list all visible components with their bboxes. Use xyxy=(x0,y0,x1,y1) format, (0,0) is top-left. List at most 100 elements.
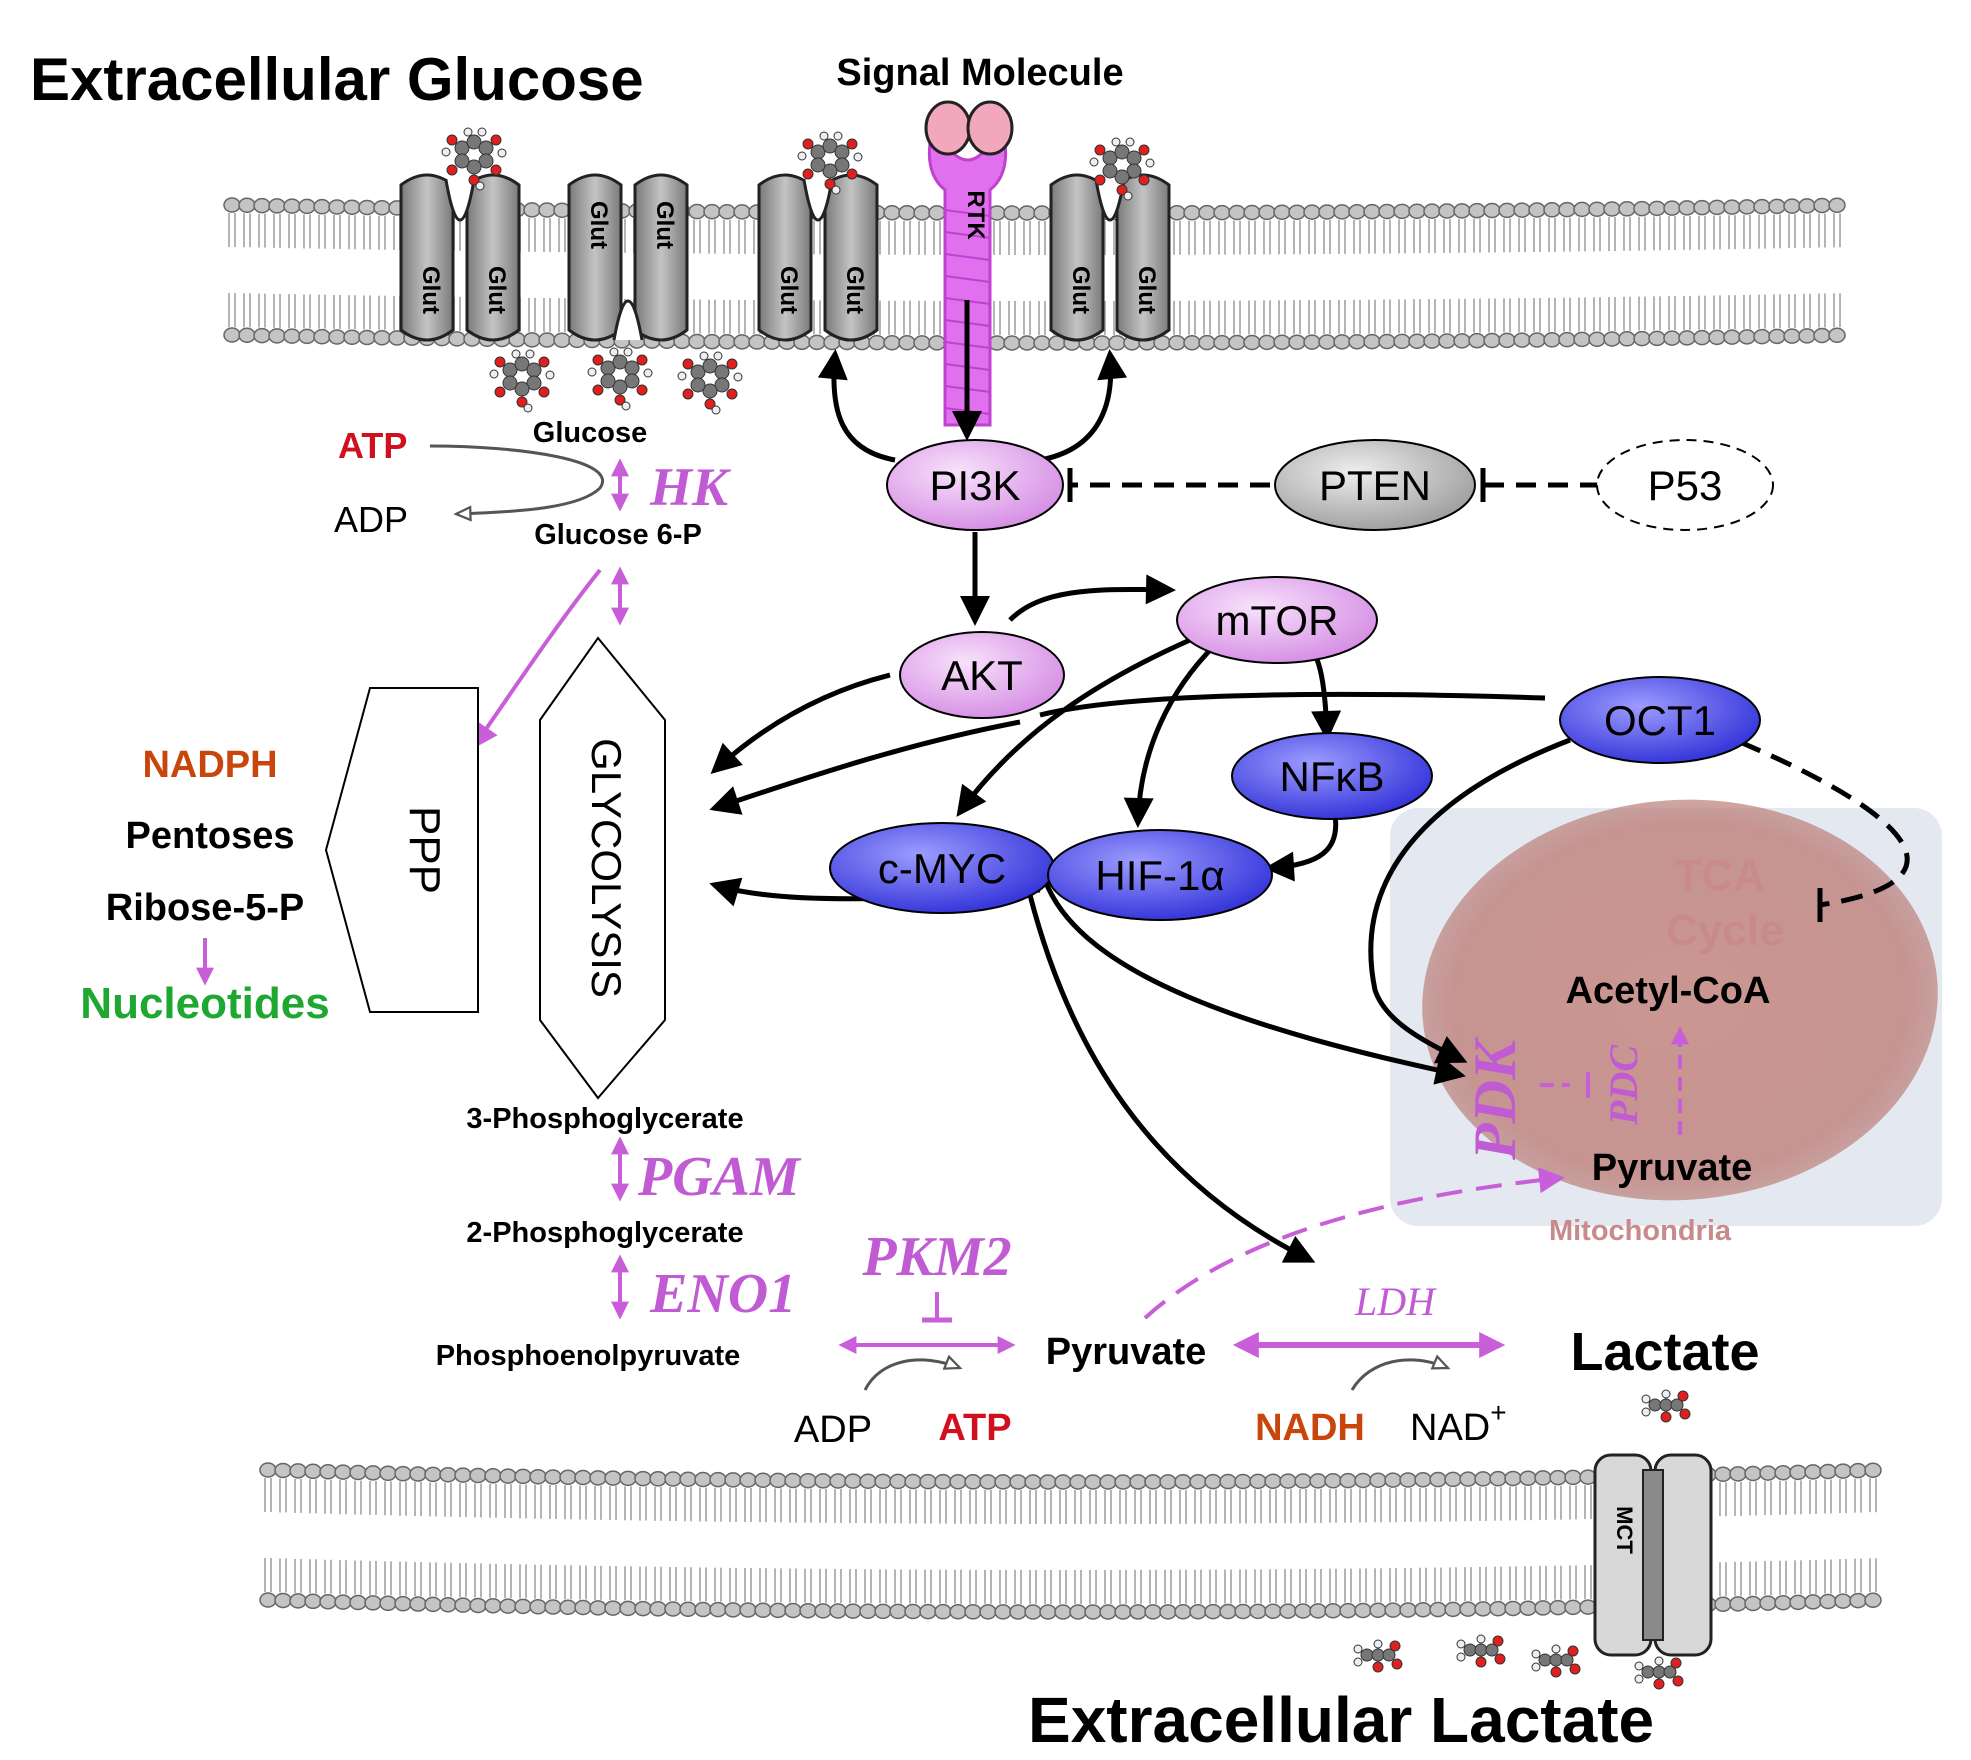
signal-molecule-right xyxy=(966,100,1014,156)
svg-text:c-MYC: c-MYC xyxy=(878,845,1006,892)
glut-label: Glut xyxy=(585,201,612,249)
ribose5p-label: Ribose-5-P xyxy=(106,887,304,929)
node-hif1a: HIF-1α xyxy=(1047,829,1273,921)
glut-transporter: Glut Glut xyxy=(567,173,689,342)
mito-pyruvate-label: Pyruvate xyxy=(1592,1147,1753,1189)
hk-label: HK xyxy=(649,457,732,517)
glycolysis-shape: GLYCOLYSIS xyxy=(539,636,666,1100)
glucose6p-label: Glucose 6-P xyxy=(534,519,702,551)
nucleotides-label: Nucleotides xyxy=(80,979,329,1028)
glut-transporter: Glut Glut xyxy=(1049,173,1171,342)
node-oct1: OCT1 xyxy=(1559,676,1761,764)
glycolysis-label: GLYCOLYSIS xyxy=(583,738,630,998)
pg2-label: 2-Phosphoglycerate xyxy=(466,1217,743,1249)
arrow-pi3k-glut-right xyxy=(1039,349,1128,463)
atp-bottom-label: ATP xyxy=(938,1407,1011,1449)
rtk-label: RTK xyxy=(962,190,989,240)
mct-label: MCT xyxy=(1612,1506,1637,1554)
svg-text:P53: P53 xyxy=(1648,462,1723,509)
pg3-label: 3-Phosphoglycerate xyxy=(466,1103,743,1135)
arrow-g6p-ppp xyxy=(472,568,602,750)
pdc-label: PDC xyxy=(1601,1044,1646,1126)
pathway-connectors xyxy=(196,300,1910,1391)
mitochondria-label: Mitochondria xyxy=(1549,1215,1732,1247)
pgam-label: PGAM xyxy=(637,1146,802,1208)
glut-transporter: Glut Glut xyxy=(399,173,521,342)
mct-transporter xyxy=(1593,1453,1713,1657)
pdk-label: PDK xyxy=(1462,1036,1528,1161)
node-pi3k: PI3K xyxy=(886,439,1064,531)
signal-molecule-left xyxy=(924,100,972,156)
adp-top-label: ADP xyxy=(334,499,408,540)
arrow-oct1-glycolysis xyxy=(715,691,1546,808)
ppp-label: PPP xyxy=(400,806,449,894)
glucose-molecule xyxy=(1089,137,1155,201)
glut-label: Glut xyxy=(483,266,510,314)
extracellular-lactate-title: Extracellular Lactate xyxy=(1028,1684,1654,1756)
signal-molecule-label: Signal Molecule xyxy=(836,52,1123,94)
nad-label: NAD+ xyxy=(1410,1397,1507,1449)
node-mtor: mTOR xyxy=(1176,576,1378,664)
extracellular-glucose-title: Extracellular Glucose xyxy=(30,46,644,113)
glucose-molecule xyxy=(677,351,743,415)
glut-label: Glut xyxy=(417,266,444,314)
atp-top-label: ATP xyxy=(338,425,407,466)
svg-text:PI3K: PI3K xyxy=(929,462,1020,509)
nadph-label: NADPH xyxy=(142,744,277,786)
node-p53: P53 xyxy=(1596,439,1774,531)
nadh-label: NADH xyxy=(1255,1407,1365,1449)
glut-label: Glut xyxy=(775,266,802,314)
adp-bottom-label: ADP xyxy=(794,1409,872,1451)
glucose-molecule xyxy=(587,347,653,411)
svg-text:AKT: AKT xyxy=(941,652,1023,699)
rtk-receptor xyxy=(924,100,1014,427)
arrow-hif1a-ldh xyxy=(1027,894,1316,1263)
arrow-pyruvate-mito xyxy=(1143,1167,1566,1320)
lactate-molecule xyxy=(1531,1644,1581,1678)
glucose-molecule xyxy=(489,349,555,413)
node-nfkb: NFκB xyxy=(1231,732,1433,820)
lactate-molecule xyxy=(1634,1656,1684,1690)
svg-text:NFκB: NFκB xyxy=(1280,753,1385,800)
arrow-akt-mtor xyxy=(1008,574,1176,622)
glut-label: Glut xyxy=(841,266,868,314)
glut-label: Glut xyxy=(651,201,678,249)
lactate-molecule xyxy=(1456,1634,1506,1668)
arrow-mtor-cmyc xyxy=(956,637,1192,817)
node-pten: PTEN xyxy=(1274,439,1476,531)
lactate-molecule xyxy=(1641,1389,1691,1423)
arrow-nfkb-hif1a xyxy=(1264,814,1339,882)
ldh-label: LDH xyxy=(1354,1279,1437,1324)
eno1-label: ENO1 xyxy=(649,1263,796,1325)
pentoses-label: Pentoses xyxy=(126,815,295,857)
mitochondria-box xyxy=(1390,799,1942,1226)
tca-line1-label: TCA xyxy=(1675,851,1765,900)
svg-text:HIF-1α: HIF-1α xyxy=(1095,852,1224,899)
lactate-molecule xyxy=(1353,1639,1403,1673)
arrow-mtor-hif1a xyxy=(1123,643,1217,828)
node-cmyc: c-MYC xyxy=(829,822,1055,914)
nad-superscript: + xyxy=(1490,1397,1506,1428)
arrow-nadh-nad xyxy=(1350,1360,1448,1391)
pyruvate-label: Pyruvate xyxy=(1046,1331,1207,1373)
arrow-akt-glycolysis xyxy=(710,672,891,775)
tca-line2-label: Cycle xyxy=(1666,906,1783,955)
arrow-hif1a-pdk xyxy=(1042,879,1466,1085)
arrow-atp-adp-top xyxy=(429,444,604,514)
arrow-oct1-pdk xyxy=(1368,737,1571,1064)
inhibit-oct1-tca xyxy=(1739,739,1910,908)
glucose-label: Glucose xyxy=(533,417,647,449)
acetyl-coa-label: Acetyl-CoA xyxy=(1566,970,1771,1012)
ppp-shape: PPP xyxy=(324,687,479,1013)
glucose-molecule xyxy=(441,127,507,191)
lactate-label: Lactate xyxy=(1570,1322,1759,1382)
glut-label: Glut xyxy=(1067,266,1094,314)
glucose-molecule xyxy=(797,131,863,195)
glut-label: Glut xyxy=(1133,266,1160,314)
svg-text:PTEN: PTEN xyxy=(1319,462,1431,509)
node-akt: AKT xyxy=(899,631,1065,719)
pkm2-label: PKM2 xyxy=(861,1226,1011,1288)
